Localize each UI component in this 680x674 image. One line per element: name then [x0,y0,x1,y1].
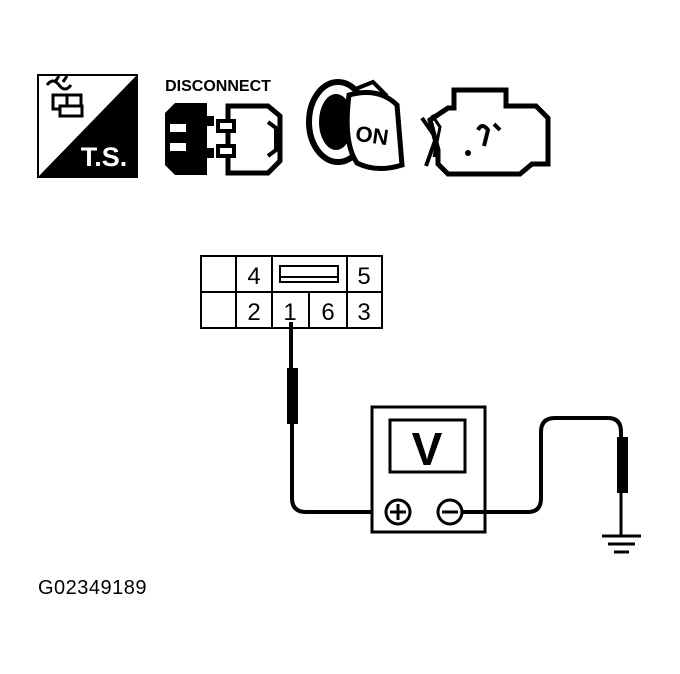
pin-label: 3 [357,299,370,326]
ts-label: T.S. [81,142,128,172]
harness-ts-icon: T.S. [37,74,138,178]
figure-reference: G02349189 [38,577,148,599]
plus-terminal-icon [384,498,412,526]
minus-terminal-icon [436,498,464,526]
pin-label: 2 [247,299,260,326]
ignition-key-on-icon: ON [306,79,405,171]
pin-label: 5 [357,263,370,290]
pin-label: 4 [247,263,260,290]
pin-label: 1 [283,299,296,326]
disconnect-label: DISCONNECT [165,78,271,95]
engine-icon [420,87,551,177]
ignition-on-label: ON [354,121,390,150]
ground-symbol-icon [602,534,641,554]
pin-label: 6 [321,299,334,326]
negative-probe-lead [462,416,628,535]
meter-label: V [412,423,443,475]
connector-face: 4 5 2 1 6 3 [200,255,383,329]
positive-probe-lead [287,322,380,514]
connector-disconnect-icon: DISCONNECT [165,78,283,176]
